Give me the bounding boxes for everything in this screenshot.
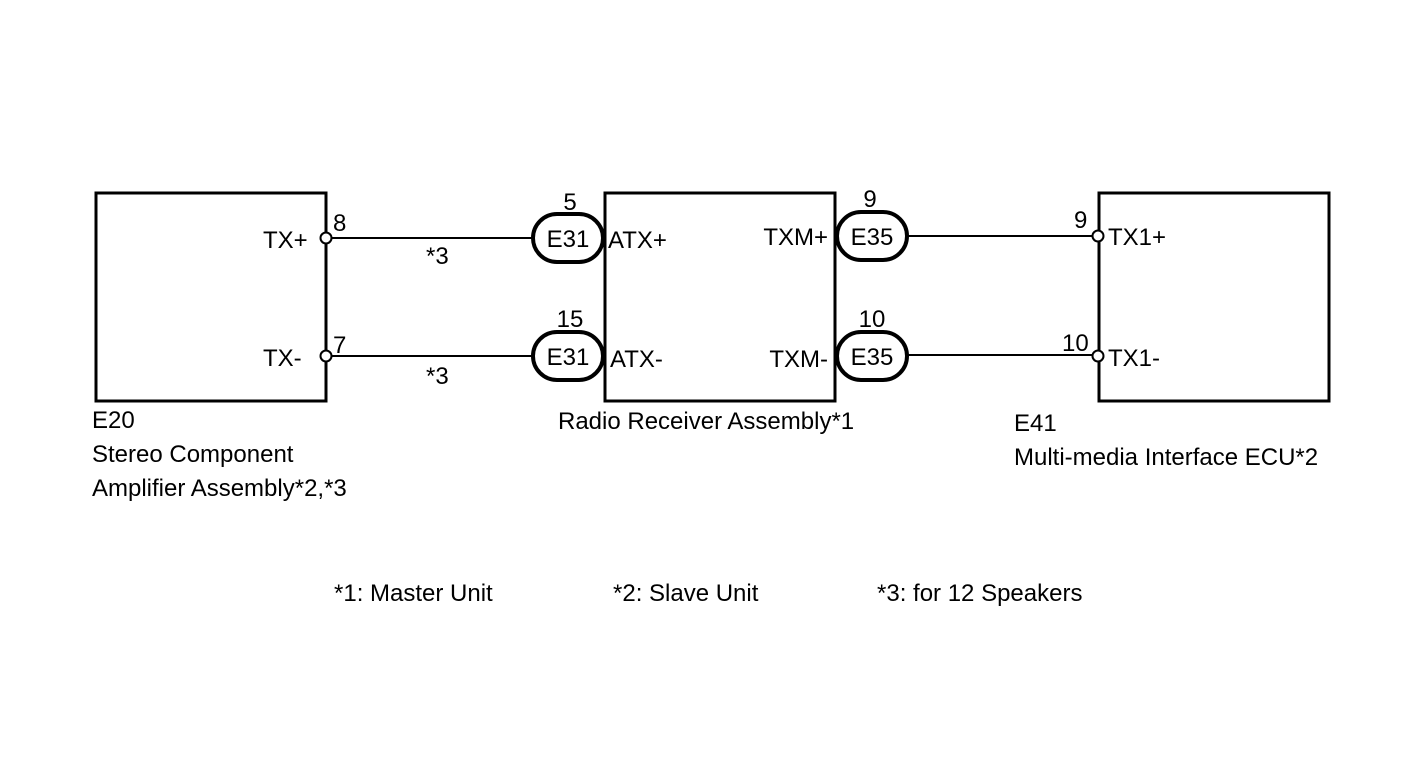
amp-name-line2: Amplifier Assembly*2,*3 — [92, 475, 347, 502]
terminal-amp-7 — [319, 349, 333, 363]
amp-pin-number-7: 7 — [333, 332, 346, 359]
terminal-ecu-10 — [1091, 349, 1105, 363]
wire-note-lower: *3 — [426, 363, 449, 390]
terminal-ecu-9 — [1091, 229, 1105, 243]
note-12-speakers: *3: for 12 Speakers — [877, 580, 1082, 607]
radio-pin-label-txm-plus: TXM+ — [763, 224, 828, 251]
connector-e31-lower — [531, 330, 605, 382]
ecu-name: Multi-media Interface ECU*2 — [1014, 444, 1318, 471]
ecu-pin-label-tx1-minus: TX1- — [1108, 345, 1160, 372]
amp-pin-number-8: 8 — [333, 210, 346, 237]
radio-pin-number-15: 15 — [557, 306, 584, 333]
connector-e31-upper — [531, 212, 605, 264]
ecu-pin-label-tx1-plus: TX1+ — [1108, 224, 1166, 251]
radio-pin-label-txm-minus: TXM- — [769, 346, 828, 373]
ecu-pin-number-10: 10 — [1062, 330, 1089, 357]
radio-pin-label-atx-minus: ATX- — [610, 346, 663, 373]
connector-e31-upper-label: E31 — [547, 226, 590, 253]
radio-pin-number-5: 5 — [563, 189, 576, 216]
radio-pin-number-9: 9 — [863, 186, 876, 213]
ecu-box — [1097, 191, 1331, 403]
wire-note-upper: *3 — [426, 243, 449, 270]
radio-box — [603, 191, 837, 403]
note-master-unit: *1: Master Unit — [334, 580, 493, 607]
amplifier-box — [94, 191, 328, 403]
connector-e31-lower-label: E31 — [547, 344, 590, 371]
radio-pin-label-atx-plus: ATX+ — [608, 227, 667, 254]
amp-connector-code: E20 — [92, 407, 135, 434]
amp-name-line1: Stereo Component — [92, 441, 294, 468]
connector-e35-lower-label: E35 — [851, 344, 894, 371]
terminal-amp-8 — [319, 231, 333, 245]
note-slave-unit: *2: Slave Unit — [613, 580, 759, 607]
connector-e35-upper-label: E35 — [851, 224, 894, 251]
ecu-pin-number-9: 9 — [1074, 207, 1087, 234]
amp-pin-label-tx-minus: TX- — [263, 345, 302, 372]
radio-pin-number-10: 10 — [859, 306, 886, 333]
amp-pin-label-tx-plus: TX+ — [263, 227, 308, 254]
radio-name: Radio Receiver Assembly*1 — [558, 408, 854, 435]
ecu-connector-code: E41 — [1014, 410, 1057, 437]
